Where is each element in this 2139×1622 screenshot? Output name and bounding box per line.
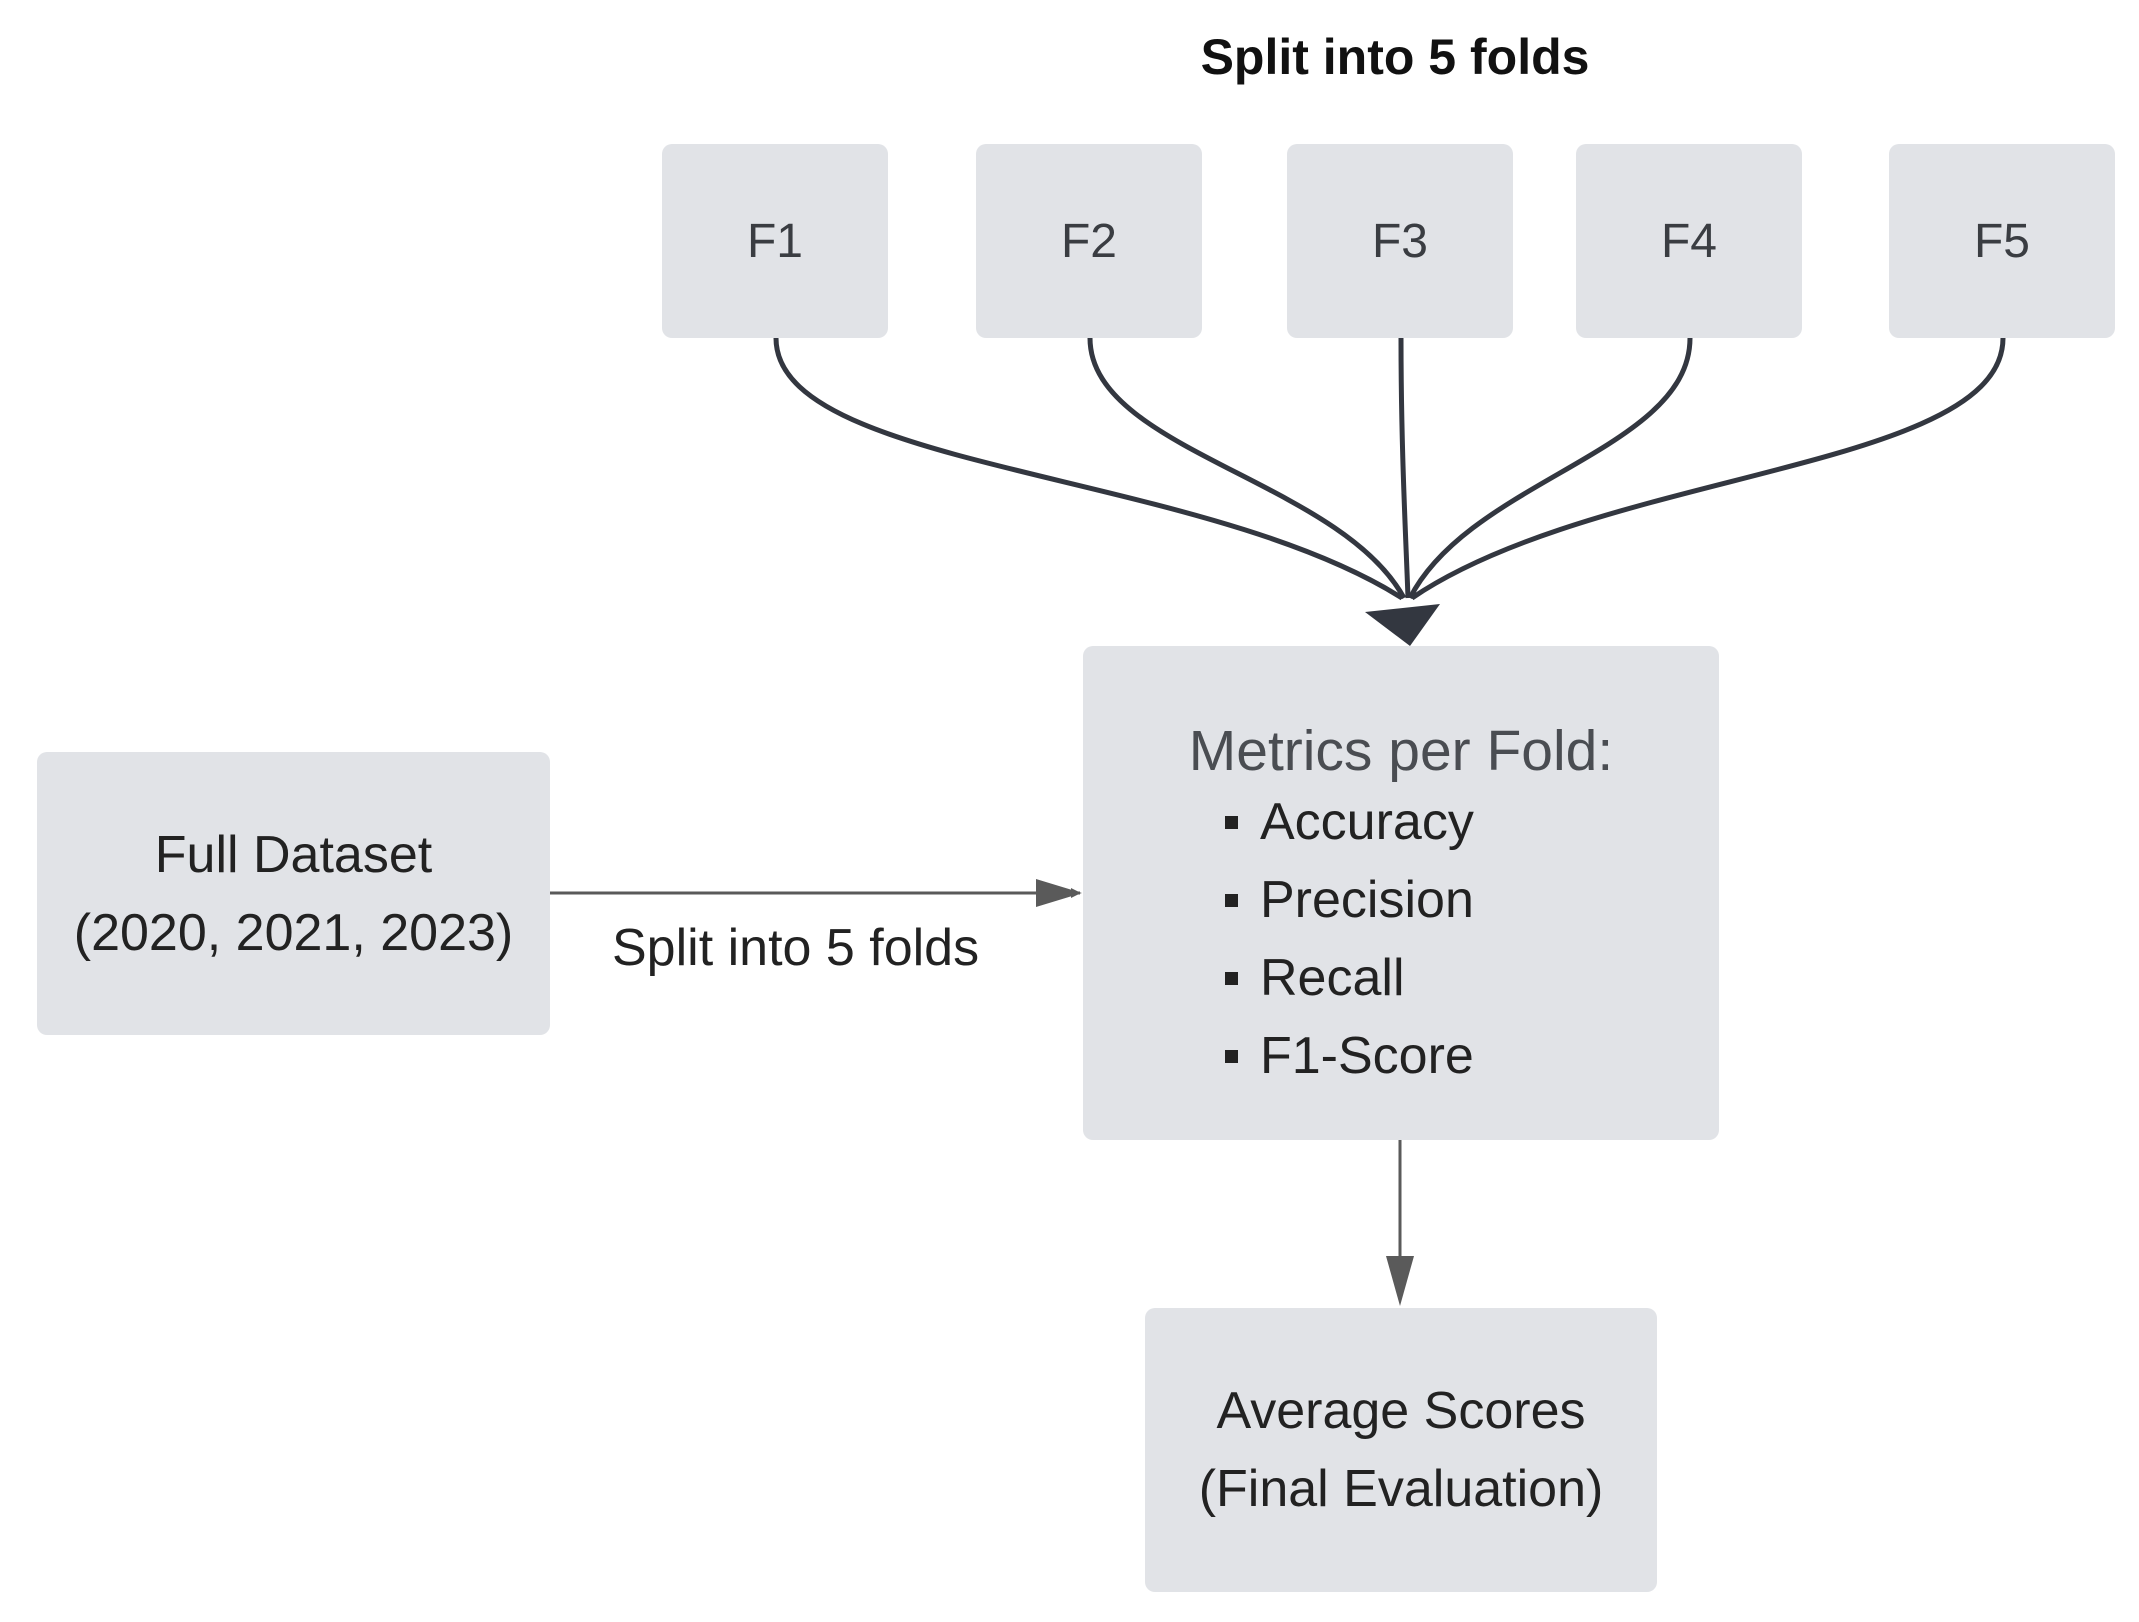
bullet-icon (1225, 1049, 1238, 1063)
dataset-years: (2020, 2021, 2023) (73, 903, 514, 962)
metric-label: Recall (1260, 949, 1405, 1007)
metric-item: Precision (1225, 868, 1474, 932)
fold-label: F2 (1060, 214, 1117, 268)
bullet-icon (1225, 893, 1238, 907)
fold-label: F4 (1660, 214, 1717, 268)
metric-label: F1-Score (1260, 1027, 1474, 1085)
dataset-arrowhead (1036, 879, 1082, 907)
fold-label: F1 (746, 214, 803, 268)
fold-node-f2: F2 (976, 144, 1202, 338)
fold-node-f1: F1 (662, 144, 888, 338)
dataset-title: Full Dataset (154, 825, 433, 884)
full-dataset-node: Full Dataset (2020, 2021, 2023) (37, 752, 550, 1035)
metric-item: Accuracy (1225, 790, 1474, 854)
edge-f2-to-metrics (1087, 337, 1407, 600)
fold-label: F3 (1371, 214, 1428, 268)
split-edge-label: Split into 5 folds (612, 919, 980, 977)
metric-item: F1-Score (1225, 1024, 1474, 1088)
merged-arrowhead (1365, 604, 1440, 646)
bullet-icon (1225, 815, 1238, 829)
edge-f4-to-metrics (1407, 337, 1693, 600)
average-scores-node: Average Scores (Final Evaluation) (1145, 1308, 1657, 1592)
fold-node-f4: F4 (1576, 144, 1802, 338)
edge-f5-to-metrics (1410, 337, 2006, 601)
average-title: Average Scores (1216, 1382, 1586, 1440)
edge-f3-to-metrics (1398, 337, 1411, 599)
folds-title: Split into 5 folds (1200, 29, 1590, 85)
metric-label: Accuracy (1260, 793, 1474, 851)
fold-node-f5: F5 (1889, 144, 2115, 338)
metric-item: Recall (1225, 946, 1474, 1010)
edge-f1-to-metrics (773, 337, 1404, 601)
bullet-icon (1225, 971, 1238, 985)
fold-node-f3: F3 (1287, 144, 1513, 338)
fold-label: F5 (1973, 214, 2030, 268)
metric-label: Precision (1260, 871, 1474, 929)
average-arrowhead (1386, 1256, 1414, 1306)
metrics-node: Metrics per Fold: Accuracy Precision Rec… (1083, 646, 1719, 1140)
average-subtitle: (Final Evaluation) (1198, 1460, 1604, 1518)
metrics-list: Accuracy Precision Recall F1-Score (1083, 790, 1474, 1102)
metrics-title: Metrics per Fold: (1188, 719, 1614, 783)
